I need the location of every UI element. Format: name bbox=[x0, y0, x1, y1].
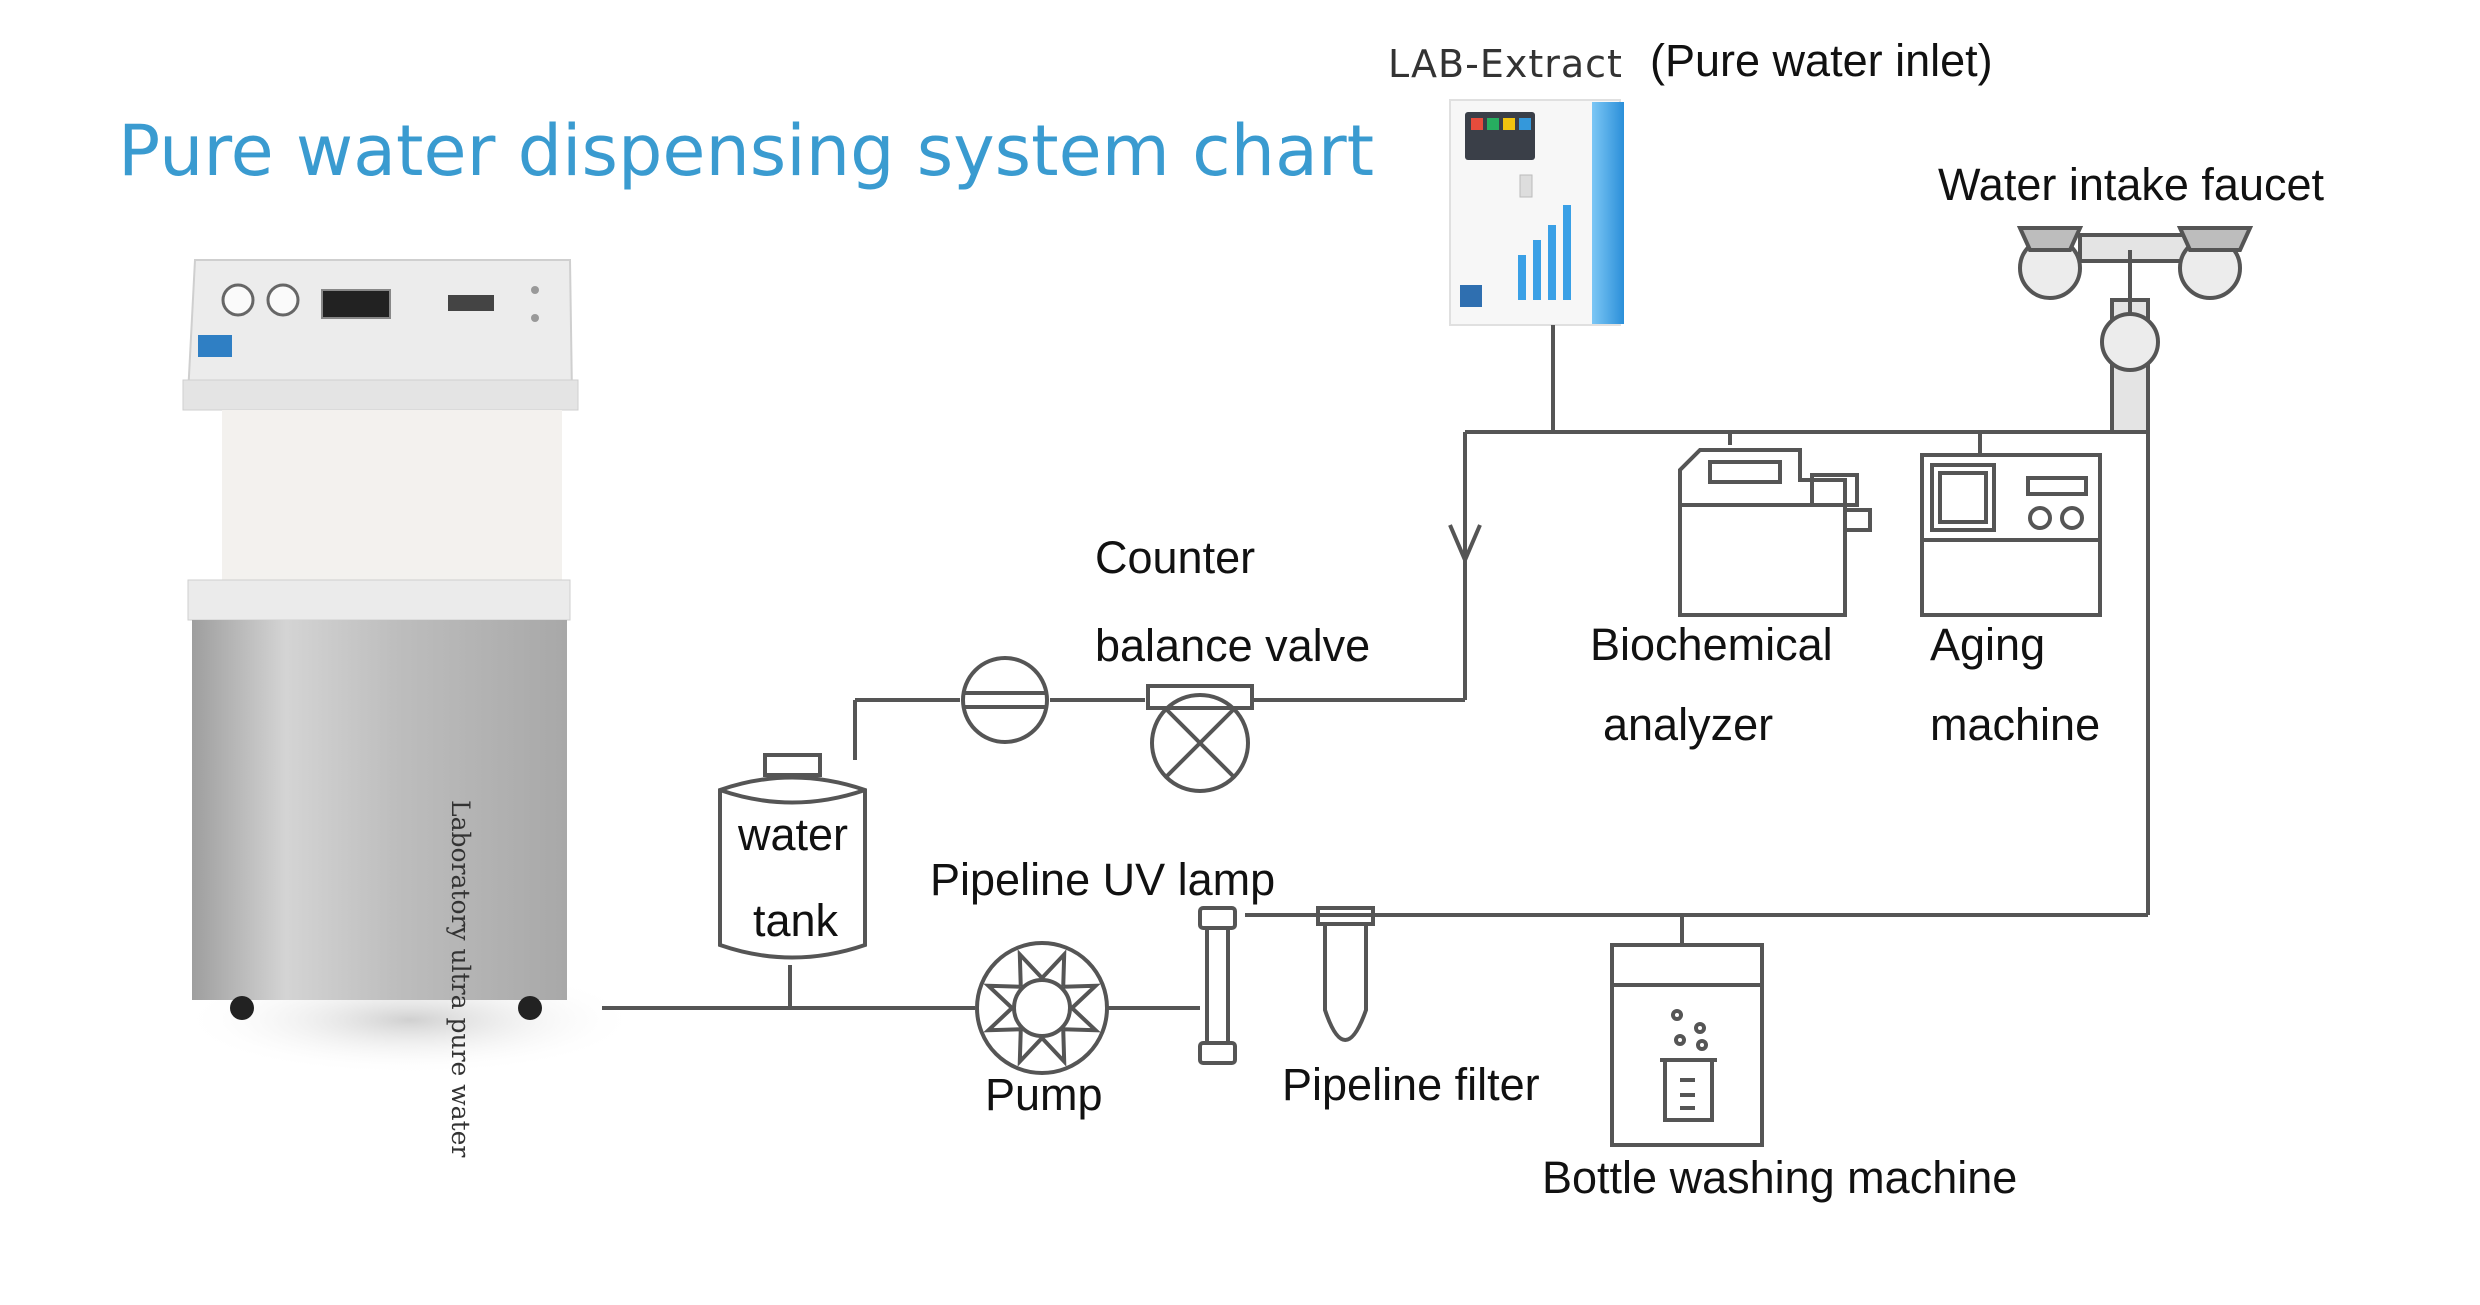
caster-wheel bbox=[518, 996, 542, 1020]
faucet-bar bbox=[2078, 233, 2202, 263]
pressure-gauge-icon bbox=[221, 283, 255, 317]
bottle-washing-machine-label: Bottle washing machine bbox=[1542, 1152, 2018, 1203]
tank-rim bbox=[719, 788, 866, 805]
biochemical-label-line2: analyzer bbox=[1603, 699, 1774, 750]
app-tile bbox=[1471, 118, 1483, 130]
device-side-label: Laboratory ultra pure water bbox=[446, 800, 475, 1158]
pipeline-filter-label: Pipeline filter bbox=[1282, 1059, 1540, 1110]
pump-outer bbox=[975, 941, 1109, 1075]
pump-label: Pump bbox=[985, 1069, 1103, 1120]
tank-body bbox=[718, 775, 867, 960]
bubble-icon bbox=[1696, 1039, 1708, 1051]
faucet-handle bbox=[2176, 226, 2254, 252]
aging-window bbox=[1930, 463, 1996, 532]
brand-label: LAB-Extract bbox=[1388, 42, 1623, 86]
bubble-icon bbox=[1671, 1009, 1683, 1021]
counter-top bbox=[187, 579, 571, 621]
aging-label-line1: Aging bbox=[1930, 619, 2046, 670]
pressure-gauge-icon bbox=[266, 283, 300, 317]
aging-dial bbox=[2028, 506, 2052, 530]
page-title: Pure water dispensing system chart bbox=[118, 110, 1375, 192]
analyzer-slot bbox=[1708, 460, 1782, 484]
steel-cabinet bbox=[192, 620, 567, 1000]
indicator-light bbox=[531, 286, 539, 294]
pump-impeller bbox=[983, 949, 1101, 1067]
counter-valve-label-line2: balance valve bbox=[1095, 620, 1371, 671]
tank-lid bbox=[763, 753, 822, 777]
washer-body bbox=[1610, 943, 1764, 1147]
small-display bbox=[448, 295, 494, 311]
beaker-icon bbox=[1663, 1060, 1714, 1122]
device-logo bbox=[1460, 285, 1482, 307]
uv-tube bbox=[1205, 926, 1230, 1045]
bubble-icon bbox=[1694, 1022, 1706, 1034]
pipeline-filter-icon bbox=[1316, 906, 1375, 1042]
faucet-handle bbox=[2016, 226, 2084, 252]
pure-water-inlet-label: (Pure water inlet) bbox=[1650, 35, 1993, 86]
flow-arrow-icon bbox=[1448, 524, 1482, 566]
app-tile bbox=[1519, 118, 1531, 130]
app-tile bbox=[1487, 118, 1499, 130]
brand-logo bbox=[198, 335, 232, 357]
back-panel bbox=[222, 410, 562, 580]
pump-inner bbox=[1012, 978, 1072, 1038]
counter-balance-valve-icon bbox=[961, 656, 1254, 793]
pump-icon bbox=[975, 941, 1109, 1075]
counter-valve-label-line1: Counter bbox=[1095, 532, 1256, 583]
ultra-pure-water-machine bbox=[180, 259, 640, 1075]
pipe-network bbox=[602, 325, 2150, 1010]
level-bar bbox=[1548, 225, 1556, 300]
water-tank-icon bbox=[718, 753, 867, 960]
uv-cap bbox=[1198, 906, 1237, 930]
biochemical-analyzer-icon bbox=[1678, 448, 1872, 617]
aging-dial bbox=[2060, 506, 2084, 530]
analyzer-top bbox=[1678, 448, 1847, 505]
device-side-panel bbox=[1592, 102, 1624, 324]
dispense-nozzle bbox=[1519, 174, 1533, 198]
water-tank-label-line2: tank bbox=[753, 895, 839, 946]
level-bar bbox=[1518, 255, 1526, 300]
lab-extract-device bbox=[1449, 99, 1624, 326]
aging-machine-icon bbox=[1920, 453, 2102, 617]
valve-body bbox=[1150, 693, 1250, 793]
bubble-icon bbox=[1674, 1034, 1686, 1046]
valve-cross bbox=[1164, 707, 1236, 779]
top-panel bbox=[186, 259, 574, 396]
level-bar bbox=[1533, 240, 1541, 300]
analyzer-tray bbox=[1843, 508, 1872, 532]
biochemical-label-line1: Biochemical bbox=[1590, 619, 1833, 670]
aging-display bbox=[2026, 476, 2088, 496]
app-tile bbox=[1503, 118, 1515, 130]
pipeline-uv-lamp-icon bbox=[1198, 906, 1237, 1065]
valve-cap bbox=[1146, 684, 1254, 710]
uv-cap bbox=[1198, 1041, 1237, 1065]
display-screen bbox=[321, 289, 391, 319]
water-tank-label-line1: water bbox=[738, 809, 849, 860]
filter-body bbox=[1323, 924, 1368, 1042]
aging-body bbox=[1920, 453, 2102, 617]
filter-cap bbox=[1316, 906, 1375, 926]
pipeline-uv-lamp-label: Pipeline UV lamp bbox=[930, 854, 1276, 905]
water-intake-faucet-label: Water intake faucet bbox=[1938, 159, 2325, 210]
bottle-washing-machine-icon bbox=[1610, 943, 1764, 1147]
level-bar bbox=[1563, 205, 1571, 300]
analyzer-arm bbox=[1810, 473, 1859, 507]
panel-ledge bbox=[182, 379, 579, 411]
aging-label-line2: machine bbox=[1930, 699, 2101, 750]
indicator-light bbox=[531, 314, 539, 322]
aging-window-inner bbox=[1938, 471, 1988, 524]
water-intake-faucet-icon bbox=[2016, 226, 2254, 434]
caster-wheel bbox=[230, 996, 254, 1020]
faucet-knob bbox=[2100, 312, 2160, 372]
analyzer-base bbox=[1678, 503, 1847, 617]
inline-valve-circle bbox=[961, 656, 1049, 744]
